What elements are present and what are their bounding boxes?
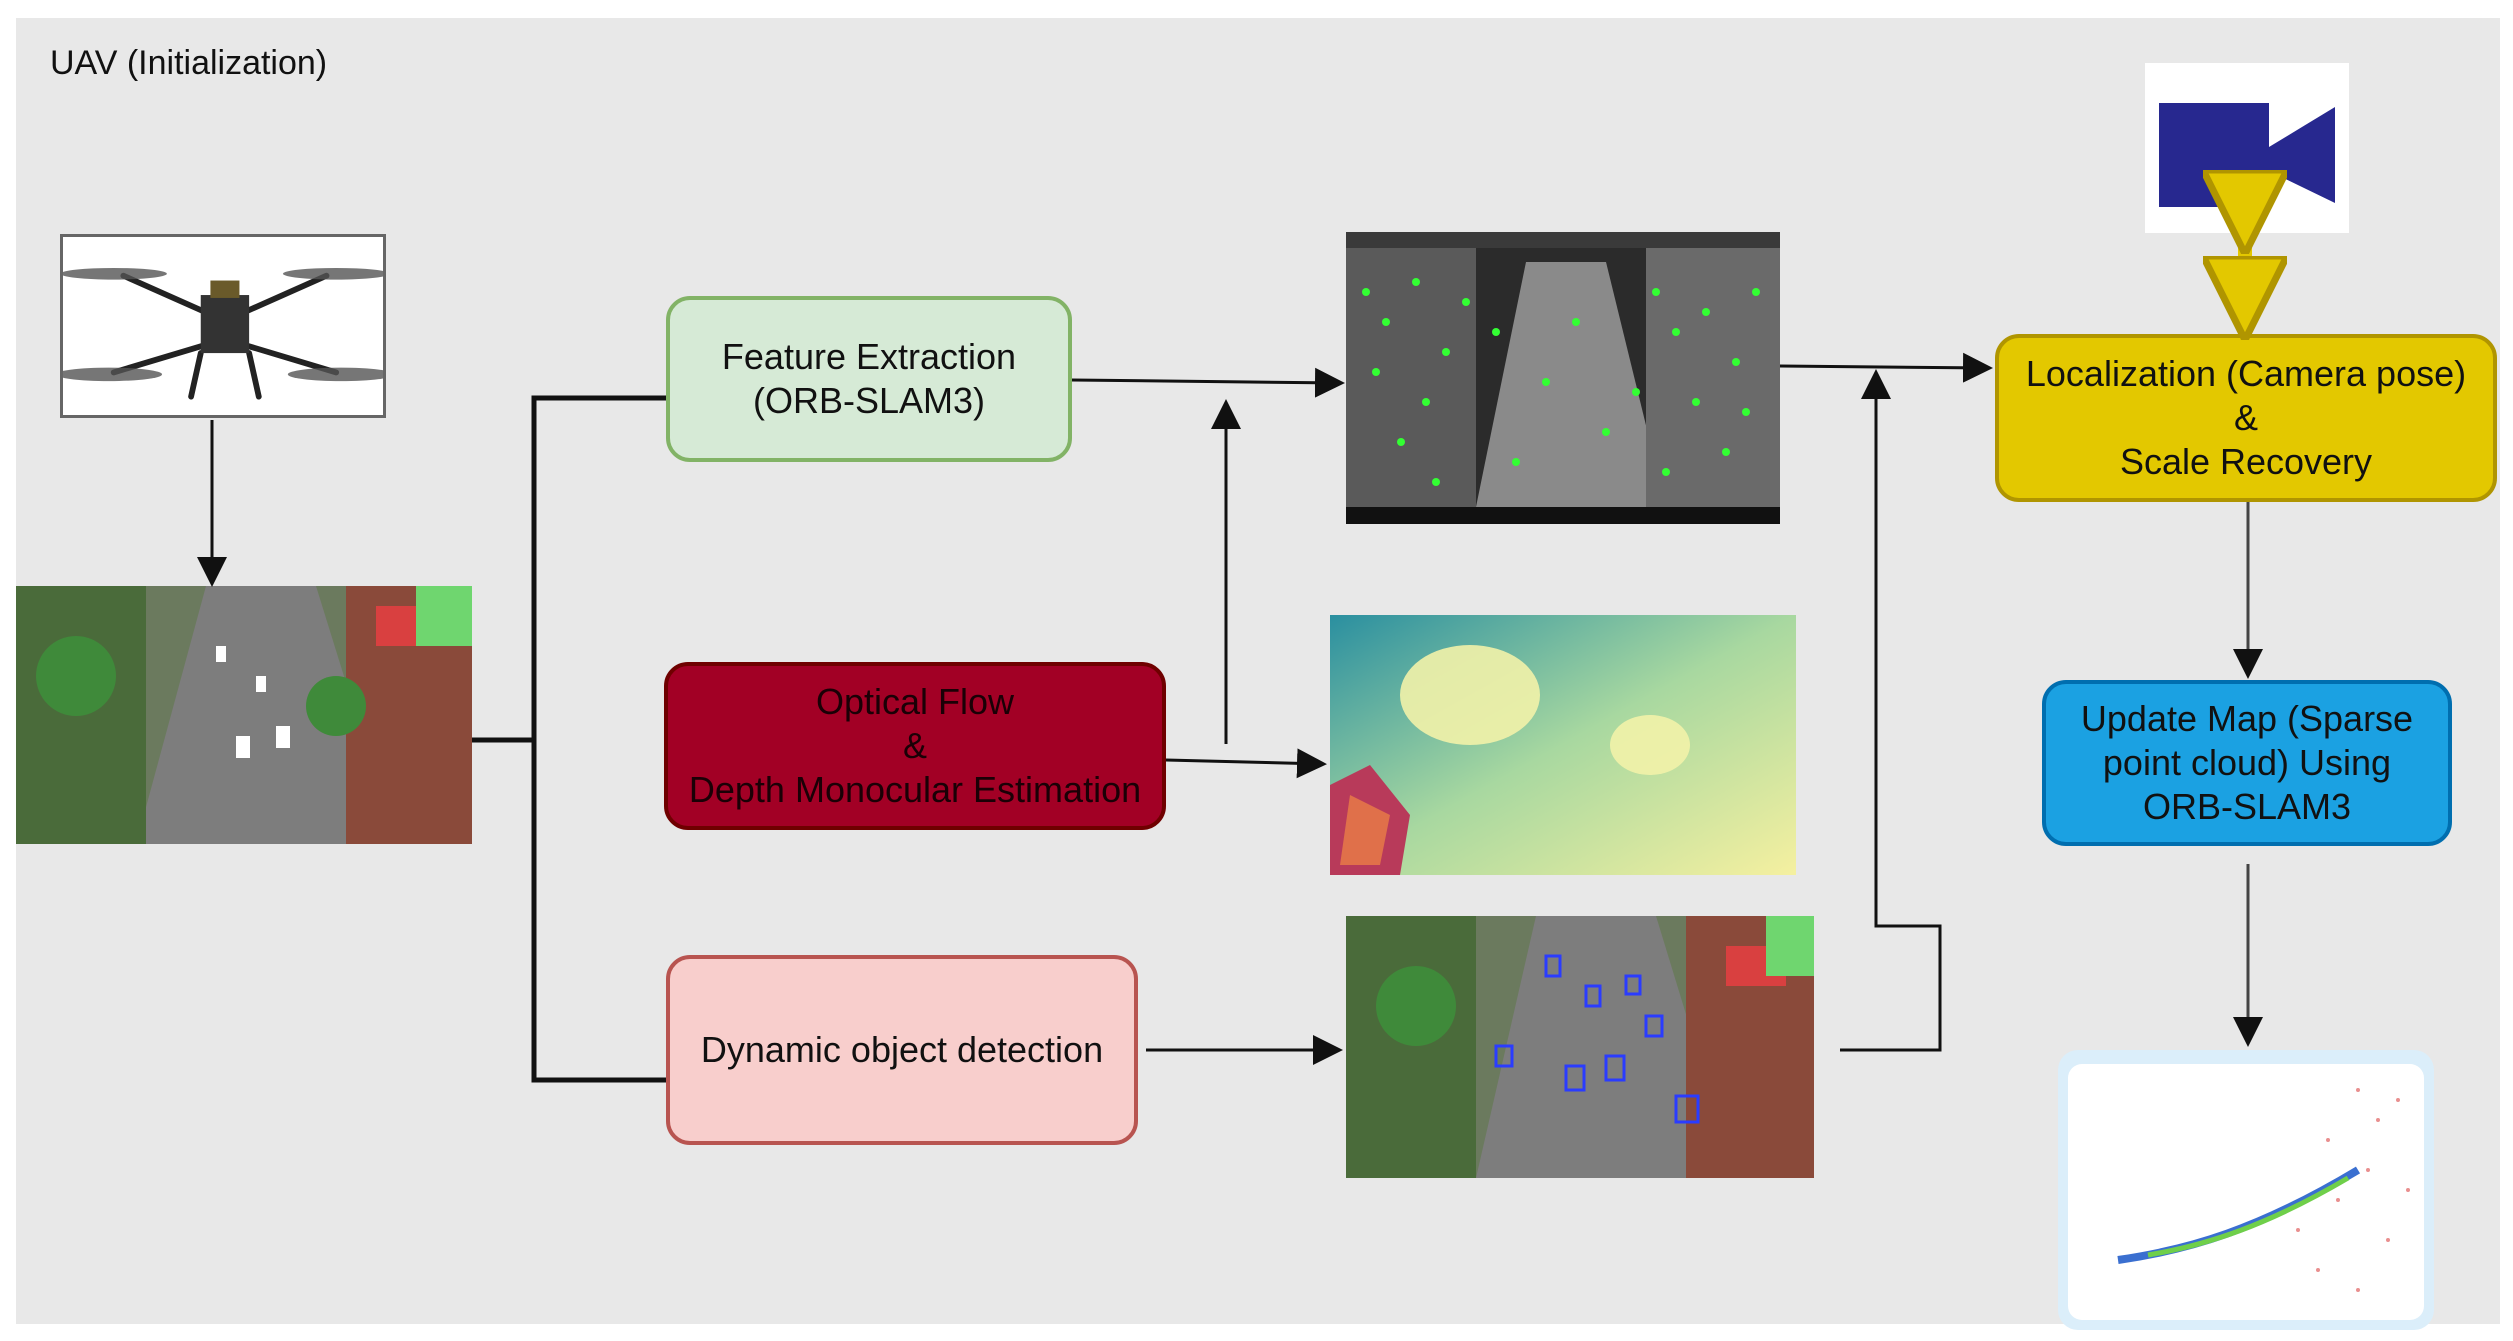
- feature-extraction-line-2: (ORB-SLAM3): [752, 380, 986, 421]
- dynamic-detection-line-1: Dynamic object detection: [700, 1029, 1104, 1070]
- localization-box[interactable]: Localization (Camera pose) & Scale Recov…: [1995, 334, 2497, 502]
- update-map-line-1: Update Map (Sparse: [2080, 698, 2414, 739]
- localization-line-2: &: [2233, 397, 2258, 438]
- object-detection-frame-image: [1346, 916, 1814, 1178]
- optical-flow-line-1: Optical Flow: [815, 681, 1015, 722]
- feature-extraction-line-1: Feature Extraction: [721, 336, 1017, 377]
- localization-line-1: Localization (Camera pose): [2025, 353, 2467, 394]
- dynamic-object-detection-box[interactable]: Dynamic object detection: [666, 955, 1138, 1145]
- sparse-point-cloud-image: [2058, 1050, 2434, 1330]
- depth-map-image: [1330, 615, 1796, 875]
- localization-line-3: Scale Recovery: [2119, 441, 2373, 482]
- feature-extraction-box[interactable]: Feature Extraction (ORB-SLAM3): [666, 296, 1072, 462]
- optical-flow-box[interactable]: Optical Flow & Depth Monocular Estimatio…: [664, 662, 1166, 830]
- diagram-title: UAV (Initialization): [50, 44, 328, 82]
- uav-drone-image: [60, 234, 386, 418]
- update-map-line-2: point cloud) Using: [2102, 742, 2392, 783]
- update-map-line-3: ORB-SLAM3: [2142, 786, 2352, 827]
- update-map-box[interactable]: Update Map (Sparse point cloud) Using OR…: [2042, 680, 2452, 846]
- optical-flow-line-2: &: [902, 725, 927, 766]
- aerial-street-input-image: [16, 586, 472, 844]
- camera-icon: [2145, 63, 2349, 233]
- optical-flow-line-3: Depth Monocular Estimation: [688, 769, 1142, 810]
- drone-icon: [63, 237, 383, 415]
- orb-features-frame-image: [1346, 232, 1780, 524]
